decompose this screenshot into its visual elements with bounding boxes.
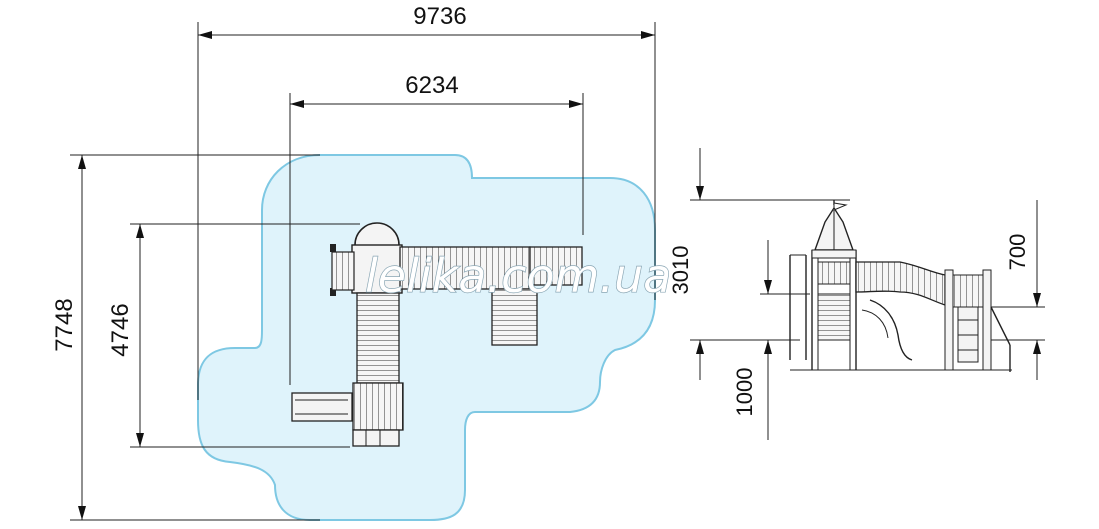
bottom-step: [352, 429, 400, 447]
slide-side: [869, 299, 913, 361]
dimension-width-inner: 6234: [289, 72, 584, 385]
side-dimension-1000: 1000: [732, 240, 810, 440]
dimension-label-3010: 3010: [668, 246, 693, 295]
vertical-walkway: [356, 292, 400, 384]
dimension-label-7748: 7748: [51, 298, 78, 351]
dimension-label-4746: 4746: [107, 303, 134, 356]
watermark: lelika.com.ua: [365, 249, 671, 303]
safety-zone: [197, 154, 656, 521]
side-dimension-700: 700: [985, 200, 1045, 380]
dimension-label-6234: 6234: [405, 72, 458, 99]
flag-icon: [833, 202, 848, 211]
dimension-label-9736: 9736: [413, 3, 466, 30]
dimension-label-1000: 1000: [732, 368, 757, 417]
bridge-end: [529, 246, 583, 286]
dimension-label-700: 700: [1005, 234, 1030, 271]
dimension-depth-total: 7748: [51, 154, 320, 521]
curved-bridge-side: [855, 261, 946, 306]
horizontal-bridge: [399, 246, 531, 290]
dimension-depth-inner: 4746: [107, 223, 360, 448]
lower-platform: [352, 382, 404, 431]
ladder: [491, 288, 538, 346]
left-platform: [331, 251, 355, 291]
side-slide: [291, 392, 353, 422]
side-view-equipment: [789, 200, 1012, 372]
dimension-width-total: 9736: [197, 3, 656, 400]
side-dimension-3010: 3010: [668, 148, 850, 380]
plan-view-equipment: [291, 222, 583, 447]
